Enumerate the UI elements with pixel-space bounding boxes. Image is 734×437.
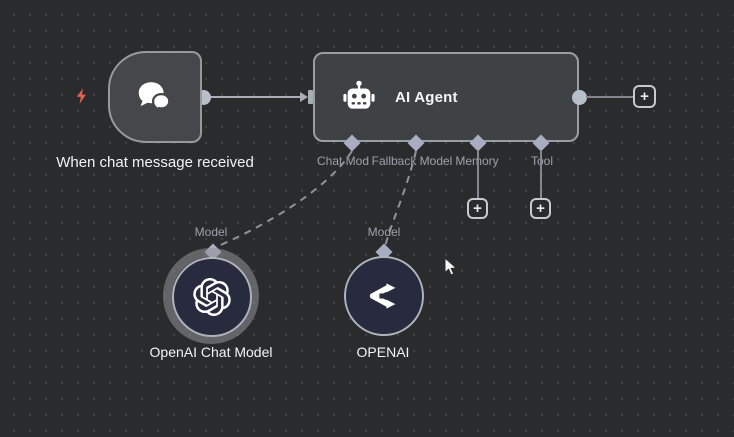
trigger-bolt-icon [73,87,91,105]
chat-model-port-label: Model [194,225,228,239]
chat-model-selection-ring [163,248,259,344]
split-arrows-icon [366,278,402,314]
agent-port-label-chat-model: Chat Mod [316,154,370,168]
plus-icon: + [536,200,545,217]
node-ai-agent[interactable]: AI Agent [313,52,579,142]
chat-model-node-label: OpenAI Chat Model [149,344,273,360]
memory-stub-line [477,150,479,198]
mouse-cursor [444,257,458,277]
agent-output-port[interactable] [572,90,587,105]
robot-icon [341,80,377,114]
plus-icon: + [473,200,482,217]
agent-input-port[interactable] [308,90,313,104]
add-memory-button[interactable]: + [467,198,488,219]
node-openai-chat-model[interactable] [172,257,252,337]
trigger-node-label: When chat message received [56,154,254,171]
add-tool-button[interactable]: + [530,198,551,219]
agent-port-label-fallback-model: Fallback Model [371,154,453,168]
add-node-button[interactable]: + [633,85,656,108]
openai-logo-icon [193,278,231,316]
agent-port-label-tool: Tool [530,154,554,168]
connection-agent-to-plus[interactable] [586,96,634,98]
openai-node-label: OPENAI [356,344,410,360]
node-openai[interactable] [344,256,424,336]
node-chat-trigger[interactable] [108,51,202,143]
chat-bubbles-icon [132,76,178,118]
tool-stub-line [540,150,542,198]
connection-arrowhead [300,92,308,102]
plus-icon: + [640,88,649,105]
connection-trigger-to-agent[interactable] [208,96,303,98]
agent-node-title: AI Agent [395,88,458,106]
openai-port-label: Model [367,225,401,239]
